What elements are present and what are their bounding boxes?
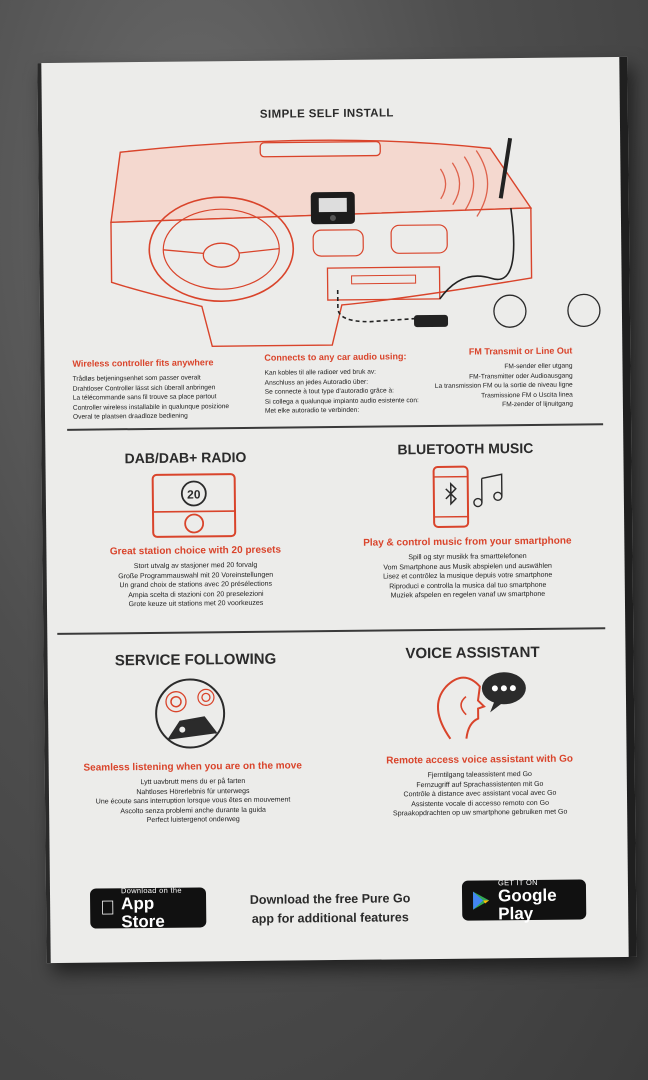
bluetooth-heading: Play & control music from your smartphon… xyxy=(363,535,572,549)
google-play-large-text: Google Play xyxy=(497,885,557,923)
radio-preset-icon: 20 xyxy=(151,473,237,538)
app-promo: Download the free Pure Go app for additi… xyxy=(230,889,430,929)
fm-heading: FM Transmit or Line Out xyxy=(468,345,573,357)
dab-heading: Great station choice with 20 presets xyxy=(109,544,282,558)
app-store-badge[interactable]:  Download on the App Store xyxy=(89,885,207,931)
voice-title: VOICE ASSISTANT xyxy=(405,643,540,663)
promo-line-2: app for additional features xyxy=(251,910,409,926)
smartphone-bluetooth-icon xyxy=(432,465,503,528)
google-play-text: GET IT ON Google Play xyxy=(497,877,576,923)
divider-1 xyxy=(67,423,604,431)
voice-assistant-icon xyxy=(437,672,526,740)
app-store-text: Download on the App Store xyxy=(121,885,196,931)
wireless-heading: Wireless controller fits anywhere xyxy=(72,357,214,369)
service-following-icon xyxy=(155,678,226,749)
promo-line-1: Download the free Pure Go xyxy=(249,891,411,907)
preset-badge: 20 xyxy=(187,487,201,501)
play-icon xyxy=(473,891,490,910)
dab-lines: Stort utvalg av stasjoner med 20 forvalg… xyxy=(118,561,274,609)
divider-2 xyxy=(57,627,606,635)
service-title: SERVICE FOLLOWING xyxy=(114,650,277,670)
apple-icon:  xyxy=(100,897,115,920)
wireless-lines: Trådløs betjeningsenhet som passer overa… xyxy=(72,374,230,421)
product-box-back: SIMPLE SELF INSTALL xyxy=(37,56,637,964)
google-play-badge[interactable]: GET IT ON Google Play xyxy=(461,877,587,923)
install-title: SIMPLE SELF INSTALL xyxy=(259,107,394,121)
voice-heading: Remote access voice assistant with Go xyxy=(386,753,574,767)
car-interior-illustration xyxy=(100,127,601,348)
app-store-large-text: App Store xyxy=(106,893,188,930)
bluetooth-title: BLUETOOTH MUSIC xyxy=(397,439,534,458)
connect-heading: Connects to any car audio using: xyxy=(264,351,407,363)
dab-title: DAB/DAB+ RADIO xyxy=(124,448,247,467)
service-heading: Seamless listening when you are on the m… xyxy=(83,760,302,774)
